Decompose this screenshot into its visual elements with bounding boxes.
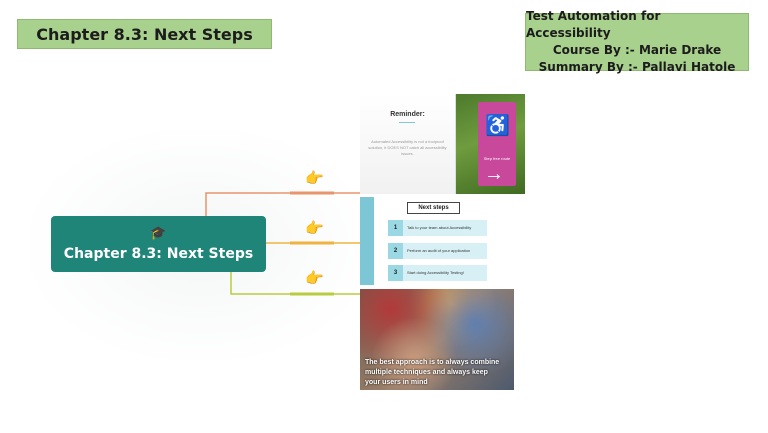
step-item: 2 Perform an audit of your application [388, 243, 487, 259]
step-text: Perform an audit of your application [407, 248, 471, 253]
central-topic-label: Chapter 8.3: Next Steps [63, 245, 254, 262]
chapter-title: Chapter 8.3: Next Steps [36, 24, 253, 44]
accessibility-sign: ♿ Step free route → [478, 102, 516, 186]
course-credits-box: Test Automation for Accessibility Course… [525, 9, 749, 74]
step-item: 1 Talk to your team about Accessibility [388, 220, 487, 236]
reminder-text: Automated Accessibility is not a foolpro… [368, 139, 447, 156]
reminder-slide-image[interactable]: Reminder: Automated Accessibility is not… [360, 94, 525, 194]
arrow-right-icon: → [484, 163, 504, 185]
step-text: Start doing Accessibility Testing! [407, 270, 464, 275]
branch-line-bottom [230, 272, 360, 295]
central-topic-node[interactable]: 🎓 Chapter 8.3: Next Steps [51, 216, 266, 272]
chapter-title-banner: Chapter 8.3: Next Steps [17, 19, 272, 49]
reminder-card: Reminder: Automated Accessibility is not… [360, 94, 456, 194]
sign-text: Step free route [483, 156, 511, 161]
reminder-divider [399, 122, 415, 123]
course-title: Test Automation for Accessibility [526, 9, 661, 40]
reminder-title: Reminder: [390, 111, 425, 118]
slide-accent-band [360, 197, 374, 285]
graduation-cap-icon: 🎓 [150, 225, 167, 241]
step-text: Talk to your team about Accessibility [407, 225, 472, 230]
pointing-hand-icon: 👉 [305, 169, 324, 187]
next-steps-slide-image[interactable]: Next steps 1 Talk to your team about Acc… [360, 197, 487, 285]
step-number: 2 [388, 243, 403, 259]
step-item: 3 Start doing Accessibility Testing! [388, 265, 487, 281]
best-approach-slide-image[interactable]: The best approach is to always combine m… [360, 289, 514, 390]
best-approach-caption: The best approach is to always combine m… [365, 359, 500, 386]
step-number: 3 [388, 265, 403, 281]
pointing-hand-icon: 👉 [305, 219, 324, 237]
accessibility-sign-photo: ♿ Step free route → [456, 94, 525, 194]
step-number: 1 [388, 220, 403, 236]
branch-line-top [205, 192, 360, 216]
wheelchair-icon: ♿ [485, 115, 510, 137]
course-author: Course By :- Marie Drake [552, 43, 722, 57]
next-steps-title: Next steps [407, 202, 460, 214]
summary-author: Summary By :- Pallavi Hatole [538, 60, 736, 74]
pointing-hand-icon: 👉 [305, 269, 324, 287]
